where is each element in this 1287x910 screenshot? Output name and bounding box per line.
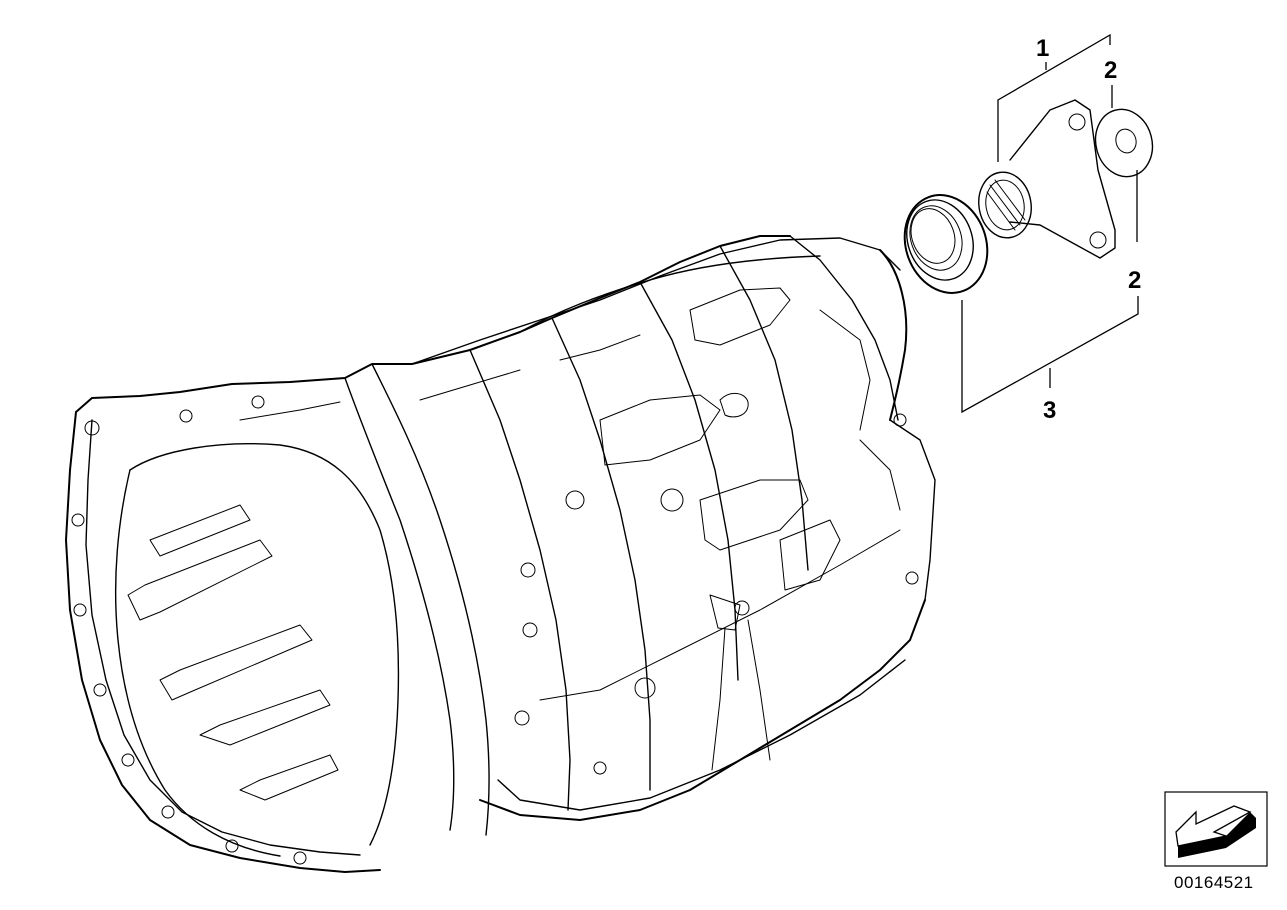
callout-part-1: 1 (1036, 35, 1049, 62)
shaft-seal (903, 194, 989, 294)
output-flange (978, 99, 1116, 259)
document-number: 00164521 (1174, 873, 1254, 892)
leader-lines (961, 33, 1139, 414)
callout-part-2-bottom: 2 (1128, 267, 1141, 294)
sealing-ring (1094, 108, 1154, 178)
view-direction-arrow-icon (1164, 791, 1268, 867)
transmission-housing (65, 235, 936, 873)
callout-part-3: 3 (1043, 397, 1056, 424)
callout-part-2-top: 2 (1104, 57, 1117, 84)
